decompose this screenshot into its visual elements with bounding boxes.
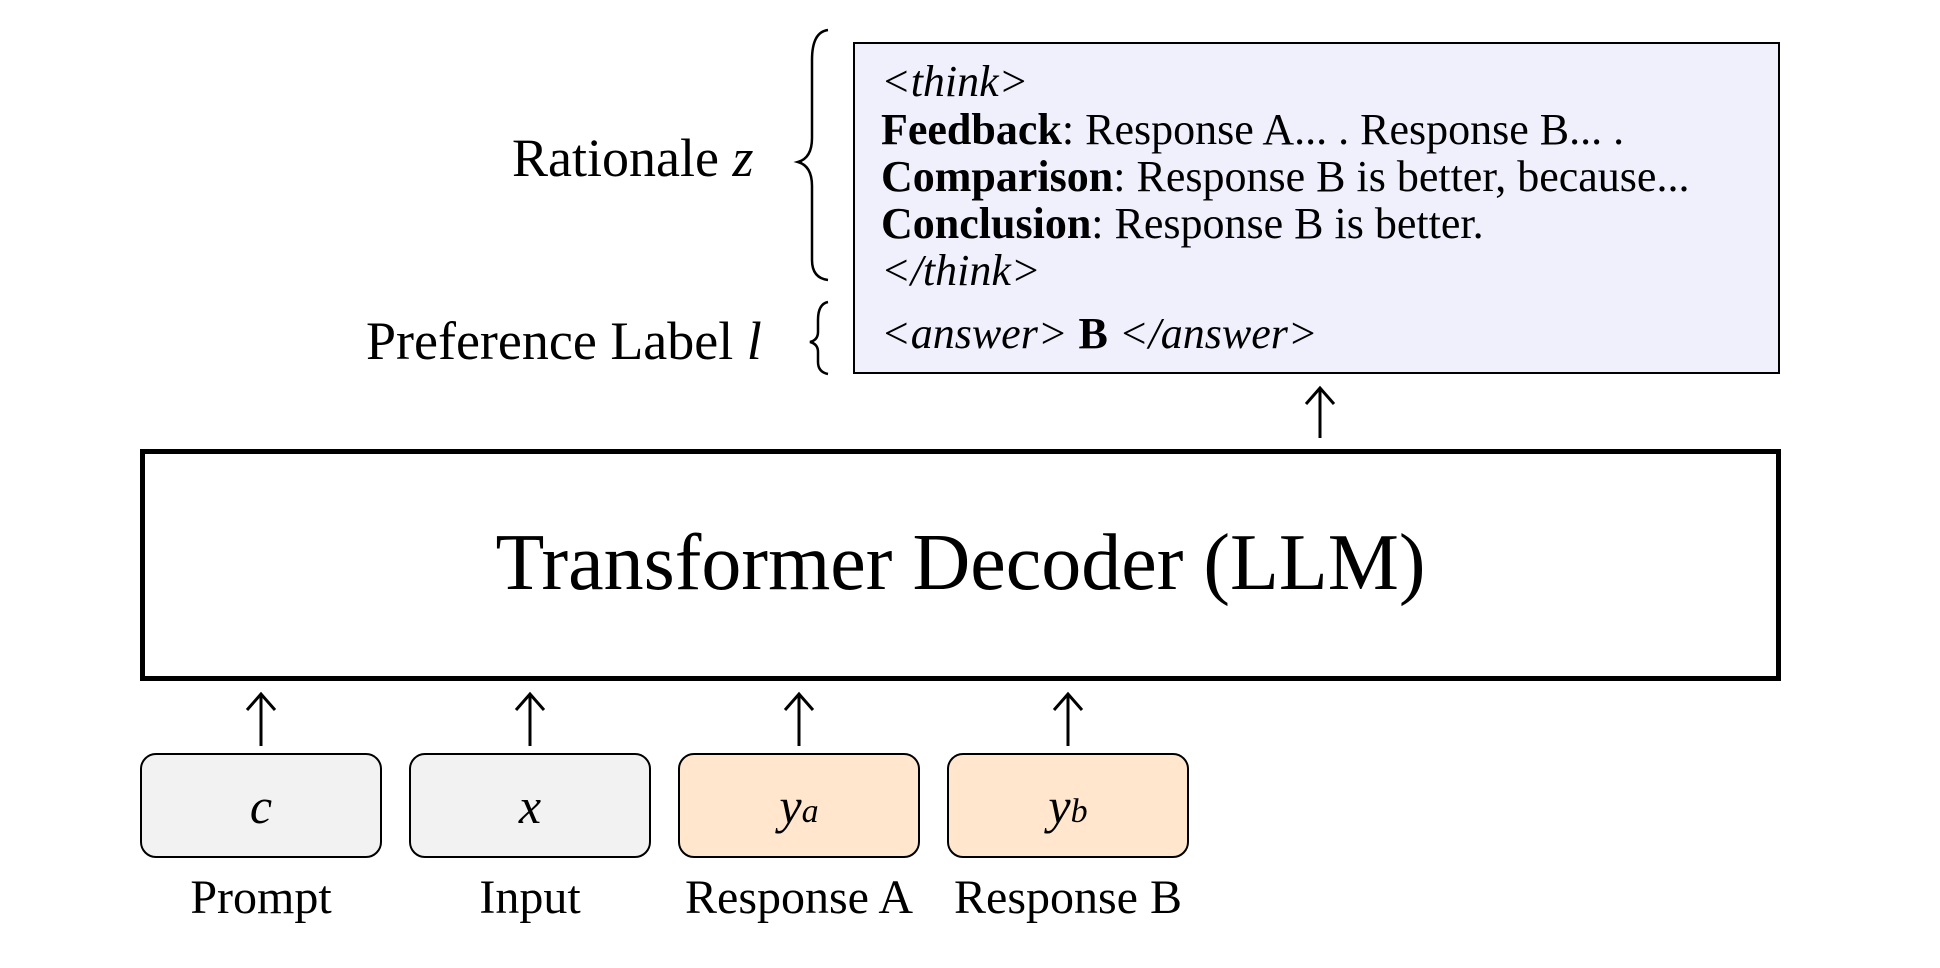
token-input-symbol: x [518,777,542,834]
preference-variable: l [746,311,762,371]
feedback-text: : Response A... . Response B... . [1061,105,1625,154]
rationale-label: Rationale z [512,128,753,188]
token-response-a-symbol: y [779,777,802,834]
answer-line: <answer> B </answer> [881,310,1318,358]
comparison-line: Comparison: Response B is better, becaus… [881,153,1689,201]
comparison-text: : Response B is better, because... [1113,152,1690,201]
decoder-title: Transformer Decoder (LLM) [495,519,1426,607]
rationale-variable: z [732,128,754,188]
think-open-line: <think> [881,58,1028,106]
token-label-prompt: Prompt [190,871,332,924]
transformer-decoder-box: Transformer Decoder (LLM) [140,449,1781,681]
arrow-response-b [1052,691,1084,746]
preference-label: Preference Label l [366,311,762,371]
token-response-b-subscript: b [1070,792,1088,830]
arrow-decoder-to-output [1304,385,1336,438]
answer-close-tag: </answer> [1118,309,1318,358]
token-label-input: Input [479,871,581,924]
think-open-tag: <think> [881,57,1029,106]
conclusion-label: Conclusion [881,199,1092,248]
arrow-response-a [783,691,815,746]
rationale-brace [793,28,829,282]
think-close-line: </think> [881,247,1041,295]
rationale-label-text: Rationale [512,128,719,188]
arrow-input [514,691,546,746]
preference-label-text: Preference Label [366,311,734,371]
token-input: x [409,753,651,858]
token-prompt: c [140,753,382,858]
preference-brace [809,300,829,376]
output-box: <think> Feedback: Response A... . Respon… [853,42,1780,374]
token-label-response-b: Response B [954,871,1182,924]
feedback-label: Feedback [881,105,1062,154]
token-response-a-subscript: a [801,792,819,830]
answer-open-tag: <answer> [881,309,1068,358]
token-prompt-symbol: c [249,777,273,834]
token-response-b-symbol: y [1048,777,1071,834]
comparison-label: Comparison [881,152,1114,201]
conclusion-text: : Response B is better. [1091,199,1484,248]
token-label-response-a: Response A [685,871,913,924]
think-close-tag: </think> [881,246,1041,295]
feedback-line: Feedback: Response A... . Response B... … [881,106,1624,154]
answer-value: B [1078,309,1108,358]
conclusion-line: Conclusion: Response B is better. [881,200,1484,248]
arrow-prompt [245,691,277,746]
